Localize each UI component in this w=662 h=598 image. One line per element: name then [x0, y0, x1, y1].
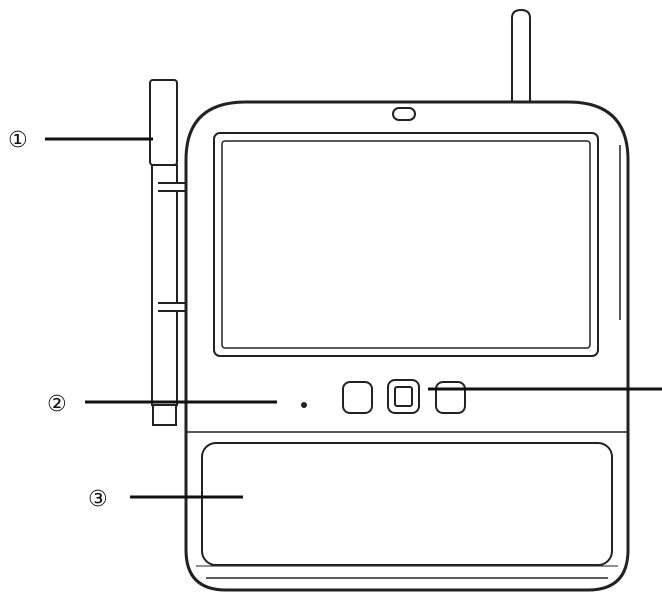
speaker-panel	[201, 442, 613, 566]
left-button[interactable]	[342, 381, 373, 414]
display-screen	[213, 132, 599, 357]
center-button-inner	[394, 386, 413, 407]
camera-lens	[392, 107, 416, 121]
leader-lines	[45, 137, 662, 499]
callout-label-one: ①	[8, 128, 28, 153]
front-buttons	[342, 379, 466, 414]
callout-label-three: ③	[88, 487, 108, 512]
right-button[interactable]	[435, 381, 466, 414]
side-stylus	[149, 79, 187, 426]
antenna	[511, 8, 531, 102]
microphone-hole	[301, 402, 307, 408]
callout-label-two: ②	[47, 392, 67, 417]
